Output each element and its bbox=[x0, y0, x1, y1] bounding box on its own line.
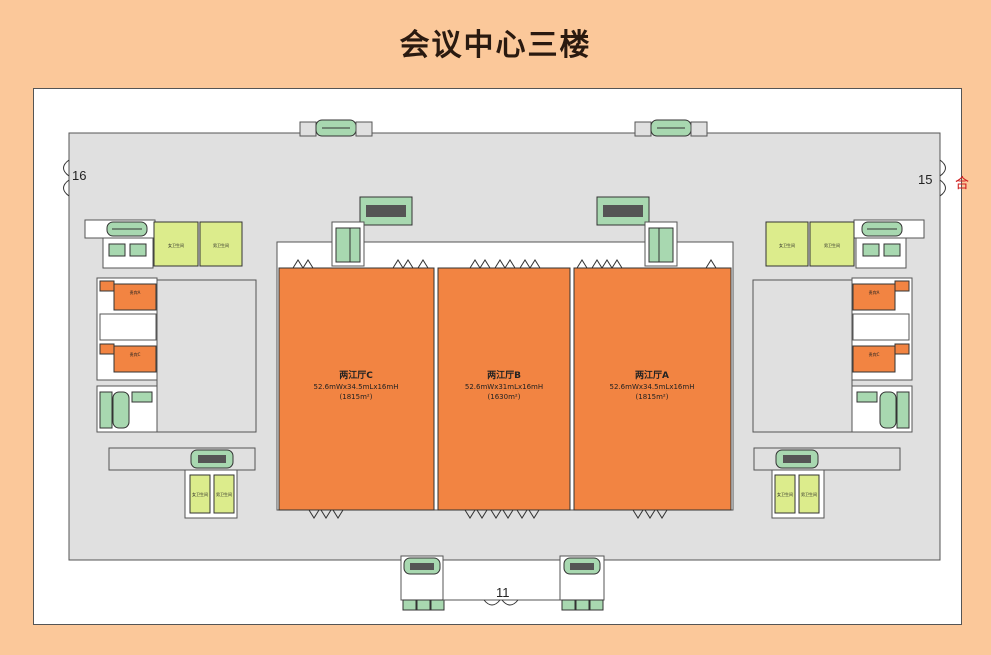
hall-a-area: (1815m²) bbox=[636, 393, 669, 401]
svg-text:男卫生间: 男卫生间 bbox=[216, 491, 232, 497]
hall-c-dims: 52.6mWx34.5mLx16mH bbox=[314, 383, 399, 391]
left-wing: 女卫生间 男卫生间 贵宾A 贵宾C 女卫生间 男卫生间 bbox=[84, 219, 257, 519]
hall-b-area: (1630m²) bbox=[488, 393, 521, 401]
svg-text:男卫生间: 男卫生间 bbox=[801, 491, 817, 497]
hall-c[interactable] bbox=[278, 267, 435, 511]
svg-text:女卫生间: 女卫生间 bbox=[777, 491, 793, 497]
svg-text:贵宾A: 贵宾A bbox=[130, 289, 141, 295]
hall-a[interactable] bbox=[573, 267, 732, 511]
center-stair-left bbox=[331, 196, 413, 267]
hall-doors-top bbox=[292, 259, 717, 269]
right-door bbox=[939, 159, 946, 197]
center-stair-right bbox=[596, 196, 678, 267]
hall-doors-bottom bbox=[308, 509, 668, 519]
top-stair-left bbox=[299, 119, 373, 137]
svg-text:贵宾C: 贵宾C bbox=[869, 351, 880, 357]
left-door bbox=[63, 159, 70, 197]
hall-a-name: 两江厅A bbox=[635, 369, 669, 381]
entrance-11: 11 bbox=[496, 585, 510, 600]
svg-text:女卫生间: 女卫生间 bbox=[779, 242, 795, 248]
hall-c-name: 两江厅C bbox=[339, 369, 373, 381]
page-title: 会议中心三楼 bbox=[399, 28, 592, 63]
entrance-right-cut: 合 bbox=[955, 175, 969, 191]
svg-text:女卫生间: 女卫生间 bbox=[192, 491, 208, 497]
svg-text:男卫生间: 男卫生间 bbox=[213, 242, 229, 248]
top-stair-right bbox=[634, 119, 708, 137]
entrance-16: 16 bbox=[72, 168, 86, 183]
right-wing: 女卫生间 男卫生间 贵宾A 贵宾C 女卫生间 男卫生间 bbox=[752, 219, 925, 519]
hall-b-name: 两江厅B bbox=[487, 369, 521, 381]
bottom-entrance bbox=[400, 555, 605, 611]
hall-b[interactable] bbox=[437, 267, 571, 511]
hall-a-dims: 52.6mWx34.5mLx16mH bbox=[610, 383, 695, 391]
hall-c-area: (1815m²) bbox=[340, 393, 373, 401]
hall-b-dims: 52.6mWx31mLx16mH bbox=[465, 383, 543, 391]
svg-text:男卫生间: 男卫生间 bbox=[824, 242, 840, 248]
entrance-15: 15 bbox=[918, 172, 932, 187]
svg-text:贵宾A: 贵宾A bbox=[869, 289, 880, 295]
svg-text:女卫生间: 女卫生间 bbox=[168, 242, 184, 248]
svg-text:贵宾C: 贵宾C bbox=[130, 351, 141, 357]
